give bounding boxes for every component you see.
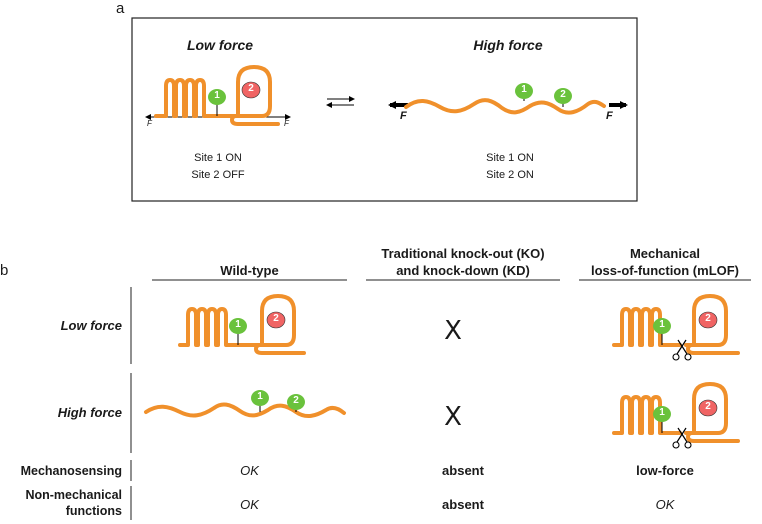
- column-header-mlof: Mechanical loss-of-function (mLOF): [590, 246, 740, 278]
- site-2-label: 2: [248, 83, 254, 94]
- mlof-mechanosensing: low-force: [636, 463, 694, 478]
- site-2-marker: [554, 88, 572, 104]
- site-1-marker: [515, 83, 533, 99]
- panel-a-low-force-molecule: [145, 65, 291, 126]
- panel-a-high-force-title: High force: [473, 37, 543, 53]
- row-header-high-force: High force: [57, 405, 122, 420]
- site-1-marker: [229, 318, 247, 334]
- low-force-status: Site 1 ON Site 2 OFF: [178, 150, 258, 184]
- wild-type-non-mechanical: OK: [240, 497, 259, 512]
- site-1-label: 1: [235, 319, 241, 330]
- site-1-marker: [208, 89, 226, 105]
- panel-a-low-force-title: Low force: [186, 37, 254, 53]
- protein-chain-stretched: [404, 98, 606, 115]
- site-2-label: 2: [293, 395, 299, 406]
- site-1-status: Site 1 ON: [194, 152, 242, 164]
- site-1-label: 1: [659, 407, 665, 418]
- mlof-high-force-molecule: [612, 382, 740, 449]
- force-label: F: [284, 119, 289, 128]
- site-1-label: 1: [214, 90, 220, 101]
- wild-type-low-force-molecule: [178, 294, 306, 355]
- column-header-wild-type: Wild-type: [220, 263, 279, 278]
- high-force-status: Site 1 ON Site 2 ON: [470, 150, 550, 184]
- scissors-icon: [672, 427, 692, 449]
- ko-mechanosensing: absent: [442, 463, 484, 478]
- column-header-ko-kd: Traditional knock-out (KO) and knock-dow…: [381, 246, 545, 278]
- site-1-label: 1: [257, 391, 263, 402]
- panel-b-letter: b: [0, 262, 9, 279]
- site-2-label: 2: [273, 313, 279, 324]
- site-1-label: 1: [659, 319, 665, 330]
- site-1-label: 1: [521, 84, 527, 95]
- panel-a-high-force-molecule: [388, 83, 628, 115]
- mlof-low-force-molecule: [612, 294, 740, 361]
- panel-a-frame: [131, 17, 638, 202]
- site-2-marker: [287, 394, 305, 410]
- site-2-marker: [241, 81, 261, 99]
- row-header-low-force: Low force: [60, 318, 122, 333]
- mlof-non-mechanical: OK: [655, 497, 675, 512]
- site-2-marker: [266, 311, 286, 329]
- scissors-icon: [672, 339, 692, 361]
- force-label: F: [606, 110, 613, 122]
- force-label: F: [147, 119, 152, 128]
- site-2-label: 2: [560, 89, 566, 100]
- site-2-status: Site 2 OFF: [191, 169, 245, 181]
- site-2-marker: [698, 399, 718, 417]
- row-header-non-mechanical: Non-mechanical functions: [25, 488, 122, 518]
- site-2-label: 2: [705, 313, 711, 324]
- force-label: F: [400, 110, 407, 122]
- equilibrium-arrows: [326, 96, 355, 108]
- wild-type-high-force-molecule: [144, 390, 346, 419]
- ko-high-force-mark: X: [444, 402, 462, 432]
- ko-low-force-mark: X: [444, 316, 462, 346]
- site-2-label: 2: [705, 401, 711, 412]
- site-2-marker: [698, 311, 718, 329]
- site-1-status: Site 1 ON: [486, 152, 534, 164]
- wild-type-mechanosensing: OK: [240, 463, 259, 478]
- site-1-marker: [251, 390, 269, 406]
- row-header-mechanosensing: Mechanosensing: [20, 464, 122, 478]
- site-2-status: Site 2 ON: [486, 169, 534, 181]
- site-1-marker: [653, 406, 671, 422]
- ko-non-mechanical: absent: [442, 497, 484, 512]
- panel-a-letter: a: [116, 0, 125, 17]
- protein-chain: [154, 65, 280, 126]
- site-1-marker: [653, 318, 671, 334]
